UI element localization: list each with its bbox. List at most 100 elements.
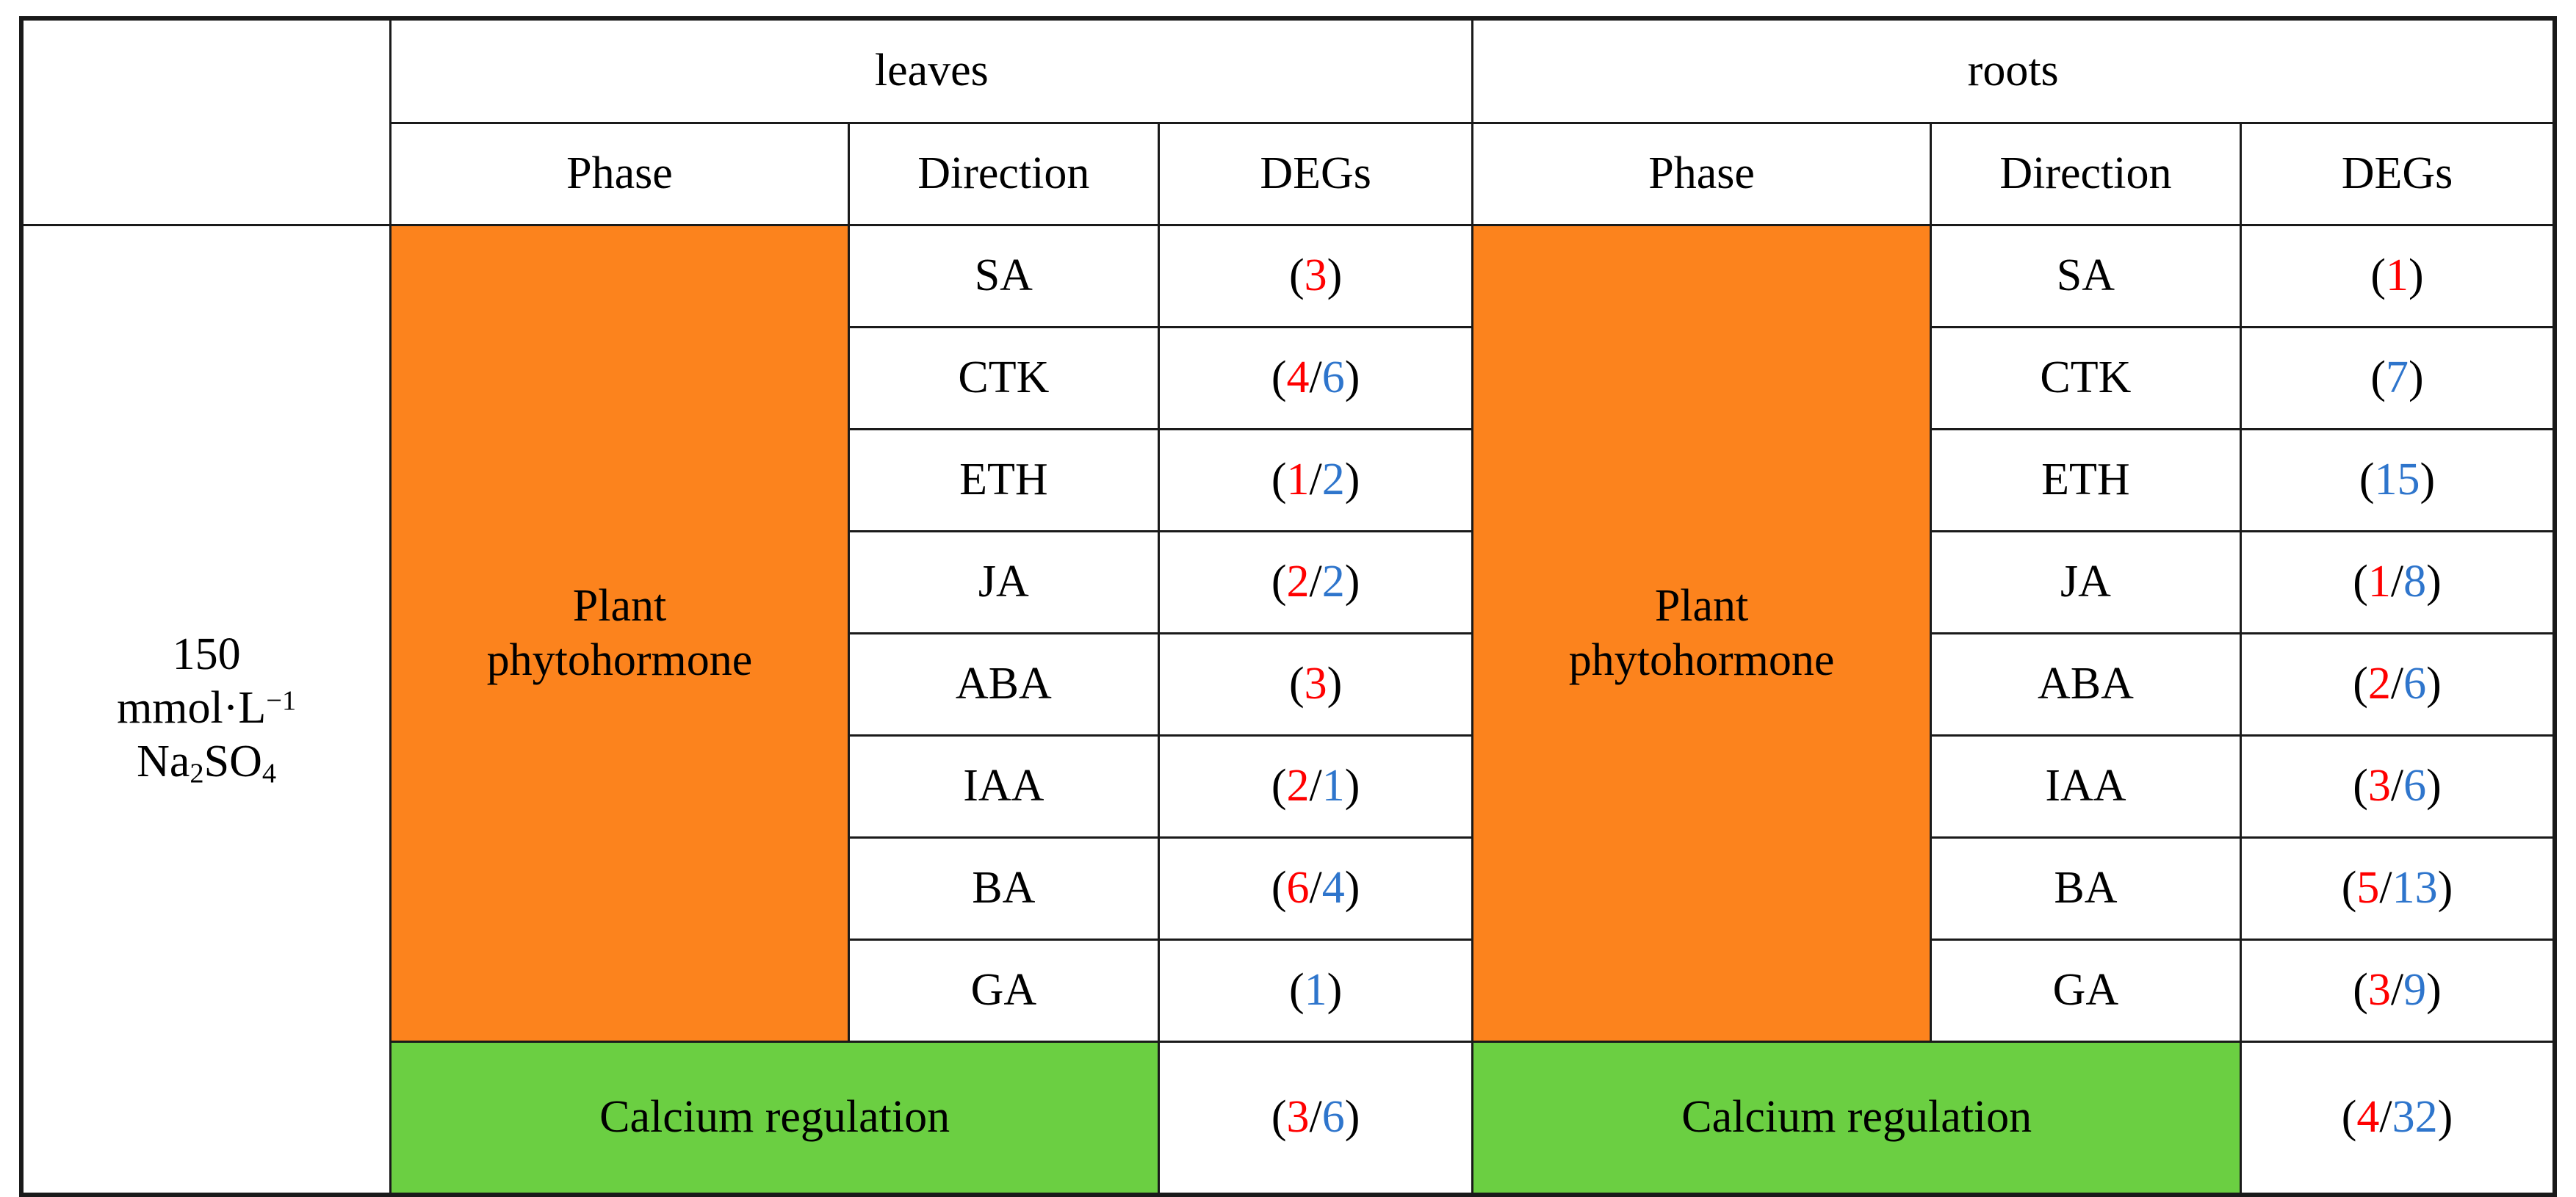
roots-direction-cell: SA xyxy=(1929,224,2243,328)
up-regulated-count: 3 xyxy=(2367,761,2391,811)
table-row: BA(6/4)BA(5/13) xyxy=(21,836,2556,941)
leaves-degs-cell: (3) xyxy=(1157,224,1474,328)
leaves-direction-cell: SA xyxy=(847,224,1161,328)
leaves-degs-cell: (6/4) xyxy=(1157,836,1474,941)
open-paren: ( xyxy=(2353,659,2368,709)
table-row: ETH (1/2) ETH (15) xyxy=(21,428,2556,532)
up-regulated-count: 1 xyxy=(1286,455,1310,505)
leaves-direction-label: SA xyxy=(974,250,1033,301)
open-paren: ( xyxy=(1271,1092,1287,1143)
slash-separator: / xyxy=(1309,761,1322,811)
subheader-leaves-direction: Direction xyxy=(847,122,1161,226)
open-paren: ( xyxy=(1289,659,1305,709)
open-paren: ( xyxy=(2370,352,2386,403)
roots-degs-cell: (15) xyxy=(2240,428,2556,532)
close-paren: ) xyxy=(1344,352,1360,403)
slash-separator: / xyxy=(2379,863,2392,914)
header-row-tissue: leaves roots xyxy=(20,17,2556,226)
down-regulated-count: 1 xyxy=(1304,965,1327,1016)
leaves-direction-cell: BA xyxy=(847,836,1161,941)
open-paren: ( xyxy=(1271,455,1287,505)
roots-direction-cell: IAA xyxy=(1929,734,2243,839)
leaves-direction-label: CTK xyxy=(958,352,1050,403)
degs-summary-table: leaves roots Phase Direction DEGs Phase … xyxy=(19,16,2557,1197)
table-row: ABA(3)ABA(2/6) xyxy=(21,632,2556,737)
slash-separator: / xyxy=(1309,1092,1322,1143)
roots-degs-cell: (2/6) xyxy=(2240,632,2556,737)
subheader-roots-direction: Direction xyxy=(1929,122,2243,226)
up-regulated-count: 3 xyxy=(2367,965,2391,1016)
slash-separator: / xyxy=(1309,455,1322,505)
roots-degs-cell: (1/8) xyxy=(2240,530,2556,634)
open-paren: ( xyxy=(2359,455,2375,505)
close-paren: ) xyxy=(2426,965,2442,1016)
roots-direction-label: ETH xyxy=(2041,455,2130,505)
table-row: JA(2/2)JA(1/8) xyxy=(21,530,2556,634)
sample-concentration: 150 xyxy=(172,629,241,679)
roots-direction-label: GA xyxy=(2052,965,2119,1016)
up-regulated-count: 1 xyxy=(2386,250,2409,301)
leaves-direction-label: IAA xyxy=(963,761,1045,811)
down-regulated-count: 6 xyxy=(1321,1092,1345,1143)
down-regulated-count: 6 xyxy=(1321,352,1345,403)
roots-degs-cell: (7) xyxy=(2240,326,2556,430)
leaves-degs-cell: (2/2) xyxy=(1157,530,1474,634)
down-regulated-count: 32 xyxy=(2392,1092,2438,1143)
close-paren: ) xyxy=(1327,250,1343,301)
table-row: CTK (4/6) CTK (7) xyxy=(21,326,2556,430)
leaves-direction-cell: IAA xyxy=(847,734,1161,839)
leaves-direction-label: ABA xyxy=(955,659,1052,709)
roots-direction-label: CTK xyxy=(2040,352,2132,403)
sample-unit: mmol·L−1 xyxy=(117,683,297,734)
close-paren: ) xyxy=(1344,1092,1360,1143)
close-paren: ) xyxy=(2437,1092,2453,1143)
open-paren: ( xyxy=(2370,250,2386,301)
down-regulated-count: 4 xyxy=(1321,863,1345,914)
down-regulated-count: 9 xyxy=(2403,965,2427,1016)
leaves-calcium-degs-cell: (3/6) xyxy=(1157,1041,1474,1196)
subheader-leaves-phase: Phase xyxy=(389,122,850,226)
open-paren: ( xyxy=(1271,761,1287,811)
slash-separator: / xyxy=(2390,965,2404,1016)
leaves-degs-cell: (4/6) xyxy=(1157,326,1474,430)
down-regulated-count: 6 xyxy=(2403,659,2427,709)
leaves-degs-cell: (3) xyxy=(1157,632,1474,737)
leaves-direction-label: JA xyxy=(978,557,1029,607)
leaves-degs-cell: (1/2) xyxy=(1157,428,1474,532)
roots-degs-cell: (3/6) xyxy=(2240,734,2556,839)
down-regulated-count: 13 xyxy=(2392,863,2438,914)
open-paren: ( xyxy=(2341,863,2357,914)
up-regulated-count: 5 xyxy=(2356,863,2380,914)
leaves-direction-label: GA xyxy=(970,965,1037,1016)
open-paren: ( xyxy=(2353,557,2368,607)
down-regulated-count: 8 xyxy=(2403,557,2427,607)
leaves-degs-cell: (2/1) xyxy=(1157,734,1474,839)
open-paren: ( xyxy=(2353,965,2368,1016)
roots-direction-label: BA xyxy=(2054,863,2118,914)
close-paren: ) xyxy=(2409,352,2424,403)
calcium-regulation-row: Calcium regulation(3/6)Calcium regulatio… xyxy=(21,1041,2556,1196)
leaves-calcium-label: Calcium regulation xyxy=(599,1092,950,1143)
down-regulated-count: 15 xyxy=(2374,455,2420,505)
leaves-degs-cell: (1) xyxy=(1157,939,1474,1043)
roots-direction-label: IAA xyxy=(2045,761,2126,811)
open-paren: ( xyxy=(1289,250,1305,301)
leaves-direction-label: ETH xyxy=(959,455,1048,505)
down-regulated-count: 6 xyxy=(2403,761,2427,811)
open-paren: ( xyxy=(1289,965,1305,1016)
roots-calcium-degs-cell: (4/32) xyxy=(2240,1041,2556,1196)
close-paren: ) xyxy=(2409,250,2424,301)
sample-corner-cell xyxy=(20,17,392,226)
slash-separator: / xyxy=(1309,557,1322,607)
roots-calcium-cell: Calcium regulation xyxy=(1471,1041,2243,1196)
roots-direction-cell: ETH xyxy=(1929,428,2243,532)
close-paren: ) xyxy=(2437,863,2453,914)
leaves-direction-cell: JA xyxy=(847,530,1161,634)
header-row-subheaders: Phase Direction DEGs Phase Direction DEG… xyxy=(21,122,2556,226)
slash-separator: / xyxy=(2390,659,2404,709)
close-paren: ) xyxy=(2420,455,2436,505)
